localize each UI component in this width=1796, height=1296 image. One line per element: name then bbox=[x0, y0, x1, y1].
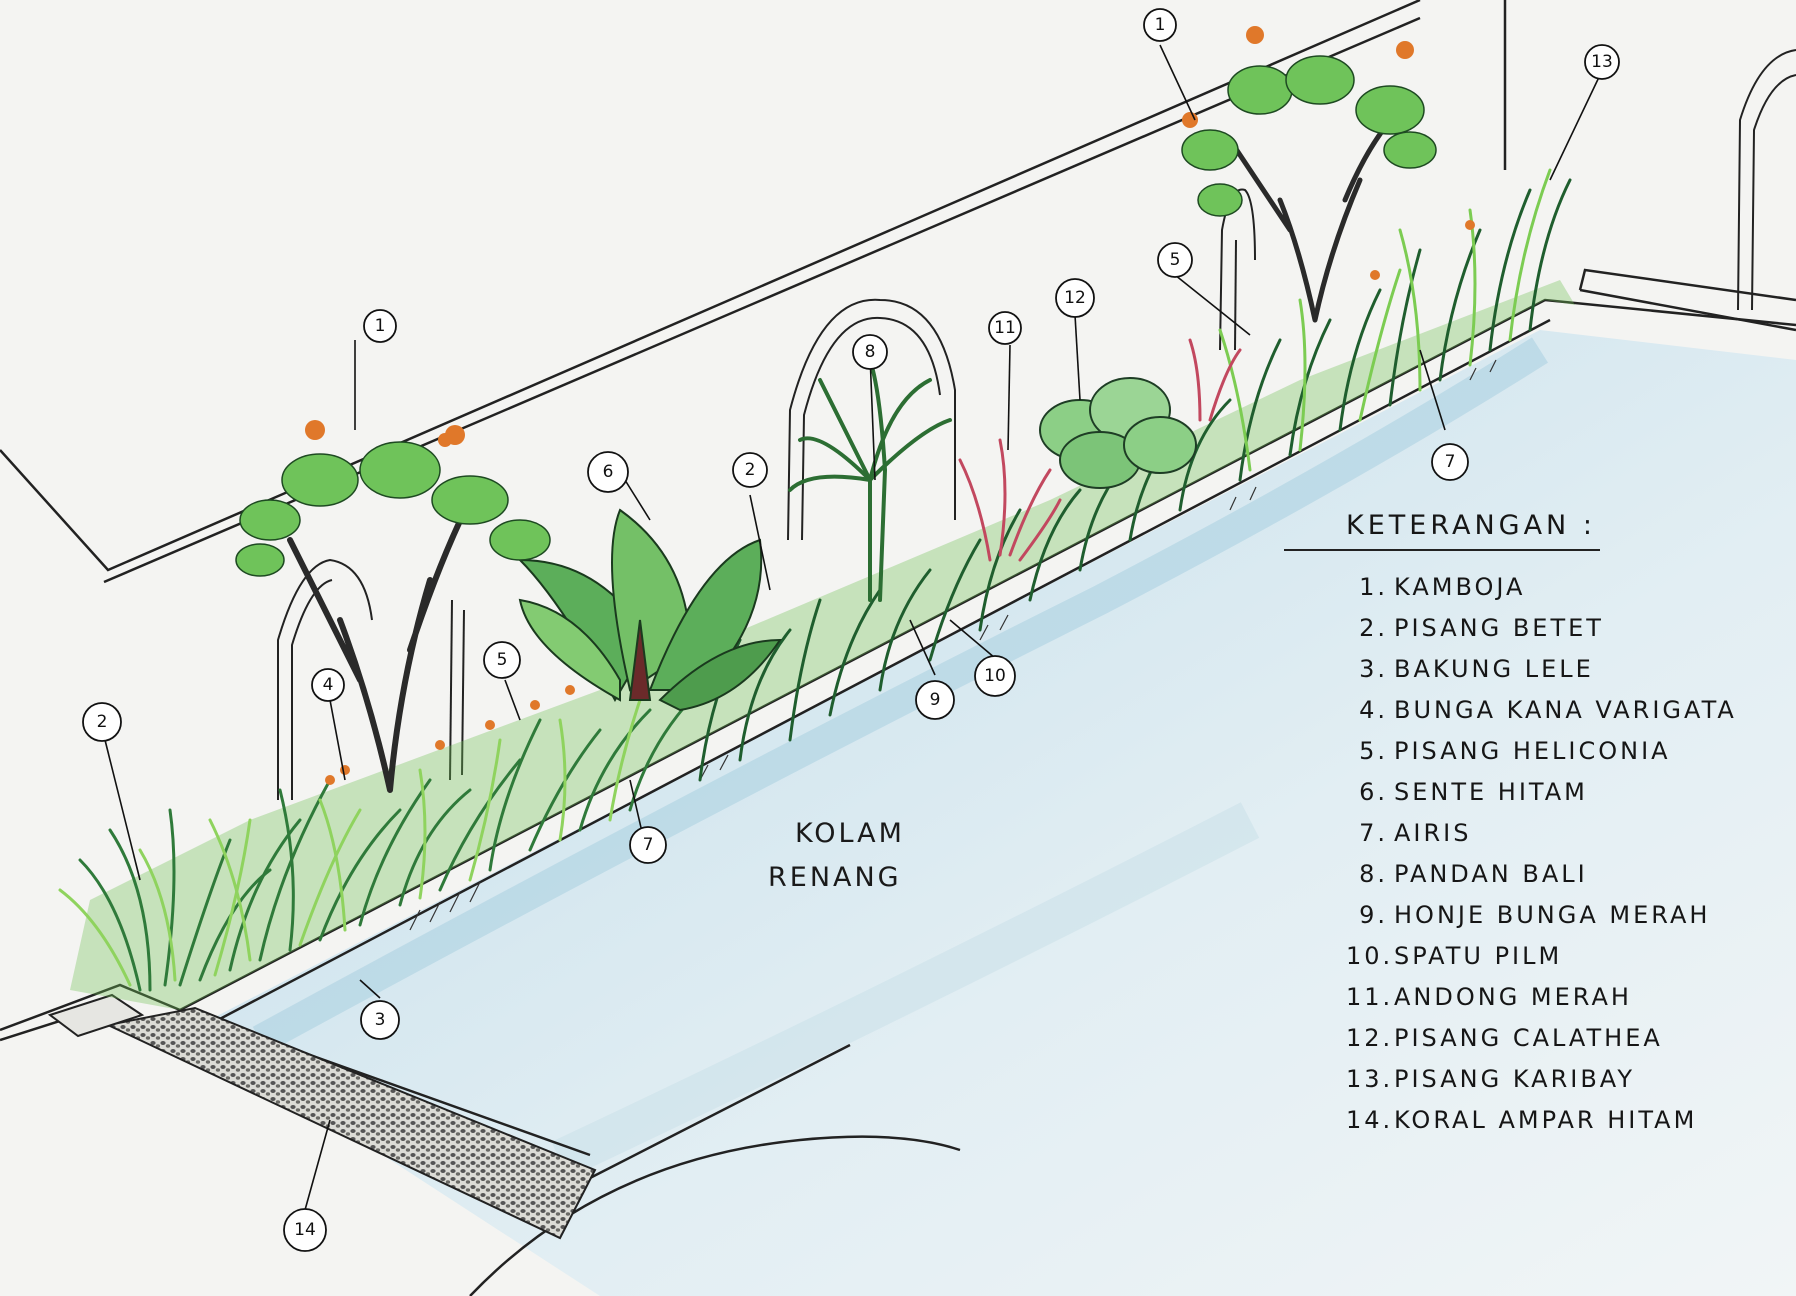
back-grasses bbox=[698, 168, 1572, 782]
kamboja-tree-right bbox=[1181, 26, 1437, 323]
legend-item: 1.KAMBOJA bbox=[1346, 567, 1786, 608]
legend-item-label: PISANG HELICONIA bbox=[1394, 737, 1671, 765]
black-coral-gravel bbox=[47, 993, 597, 1240]
legend-item-number: 7. bbox=[1359, 819, 1388, 847]
legend-item-number: 14. bbox=[1346, 1106, 1394, 1134]
pool-label-line1: KOLAM bbox=[795, 818, 905, 849]
callout-lines bbox=[104, 44, 1601, 1211]
callout-5-right: 5 bbox=[1170, 250, 1181, 270]
callout-2-center-label: 2 bbox=[745, 460, 756, 480]
legend-item: 5.PISANG HELICONIA bbox=[1346, 731, 1786, 772]
legend-item-label: PISANG KARIBAY bbox=[1394, 1065, 1635, 1093]
andong-merah bbox=[958, 338, 1242, 562]
callout-circles bbox=[82, 8, 1620, 1252]
legend-item-label: KAMBOJA bbox=[1394, 573, 1526, 601]
legend-item: 6.SENTE HITAM bbox=[1346, 772, 1786, 813]
legend-item-label: AIRIS bbox=[1394, 819, 1472, 847]
callout-1-left: 1 bbox=[375, 316, 386, 336]
legend-item-number: 13. bbox=[1346, 1065, 1394, 1093]
legend-item: 11.ANDONG MERAH bbox=[1346, 977, 1786, 1018]
callout-8: 8 bbox=[865, 342, 876, 362]
legend-item: 2.PISANG BETET bbox=[1346, 608, 1786, 649]
legend-item-label: SENTE HITAM bbox=[1394, 778, 1588, 806]
legend-item-label: HONJE BUNGA MERAH bbox=[1394, 901, 1711, 929]
pool-label-line2: RENANG bbox=[768, 862, 902, 893]
planting-bed bbox=[58, 26, 1575, 1010]
callout-2-left: 2 bbox=[97, 712, 108, 732]
callout-9: 9 bbox=[930, 690, 941, 710]
legend-item: 4.BUNGA KANA VARIGATA bbox=[1346, 690, 1786, 731]
legend-item-number: 6. bbox=[1359, 778, 1388, 806]
legend-item-number: 8. bbox=[1359, 860, 1388, 888]
legend-item: 8.PANDAN BALI bbox=[1346, 854, 1786, 895]
flower-accents bbox=[325, 220, 1475, 785]
callout-14: 14 bbox=[294, 1220, 316, 1240]
legend-item-label: KORAL AMPAR HITAM bbox=[1394, 1106, 1698, 1134]
legend-item-number: 3. bbox=[1359, 655, 1388, 683]
legend-item-label: BUNGA KANA VARIGATA bbox=[1394, 696, 1737, 724]
callout-numbers: 1 1 2 2 3 4 5 5 6 7 7 8 9 10 11 12 13 14 bbox=[97, 15, 1613, 1240]
callout-7-right: 7 bbox=[1445, 452, 1456, 472]
sente-hitam-leaves bbox=[517, 508, 782, 712]
legend-item-label: BAKUNG LELE bbox=[1394, 655, 1594, 683]
callout-10: 10 bbox=[984, 666, 1006, 686]
callout-11: 11 bbox=[994, 318, 1016, 338]
legend-item: 14.KORAL AMPAR HITAM bbox=[1346, 1100, 1786, 1141]
legend-item-label: PISANG BETET bbox=[1394, 614, 1604, 642]
legend-item: 12.PISANG CALATHEA bbox=[1346, 1018, 1786, 1059]
legend-item-number: 2. bbox=[1359, 614, 1388, 642]
legend-item-label: PISANG CALATHEA bbox=[1394, 1024, 1663, 1052]
legend-item-number: 5. bbox=[1359, 737, 1388, 765]
callout-5-left: 5 bbox=[497, 650, 508, 670]
callout-12: 12 bbox=[1064, 288, 1086, 308]
callout-2-center-circle bbox=[732, 452, 768, 488]
legend-item: 13.PISANG KARIBAY bbox=[1346, 1059, 1786, 1100]
legend-item-label: SPATU PILM bbox=[1394, 942, 1563, 970]
callout-1-right: 1 bbox=[1155, 15, 1166, 35]
legend-item-number: 11. bbox=[1346, 983, 1394, 1011]
legend-item-label: PANDAN BALI bbox=[1394, 860, 1588, 888]
callout-6: 6 bbox=[603, 462, 614, 482]
grass-clumps bbox=[58, 688, 702, 992]
legend-item-number: 4. bbox=[1359, 696, 1388, 724]
callout-13: 13 bbox=[1591, 52, 1613, 72]
legend-item-number: 12. bbox=[1346, 1024, 1394, 1052]
kamboja-tree-left bbox=[235, 420, 551, 793]
pisang-calathea bbox=[1039, 377, 1197, 489]
legend-item-label: ANDONG MERAH bbox=[1394, 983, 1632, 1011]
legend-item: 7.AIRIS bbox=[1346, 813, 1786, 854]
legend-item: 3.BAKUNG LELE bbox=[1346, 649, 1786, 690]
legend-item-number: 9. bbox=[1359, 901, 1388, 929]
pool-label: KOLAM RENANG bbox=[768, 818, 905, 893]
legend-title: KETERANGAN : bbox=[1284, 510, 1600, 551]
legend-item: 9.HONJE BUNGA MERAH bbox=[1346, 895, 1786, 936]
legend-item-number: 1. bbox=[1359, 573, 1388, 601]
callout-7-left: 7 bbox=[643, 835, 654, 855]
legend-item: 10.SPATU PILM bbox=[1346, 936, 1786, 977]
legend-item-number: 10. bbox=[1346, 942, 1394, 970]
callout-3: 3 bbox=[375, 1010, 386, 1030]
swimming-pool bbox=[190, 330, 1796, 1296]
callout-4: 4 bbox=[323, 675, 334, 695]
